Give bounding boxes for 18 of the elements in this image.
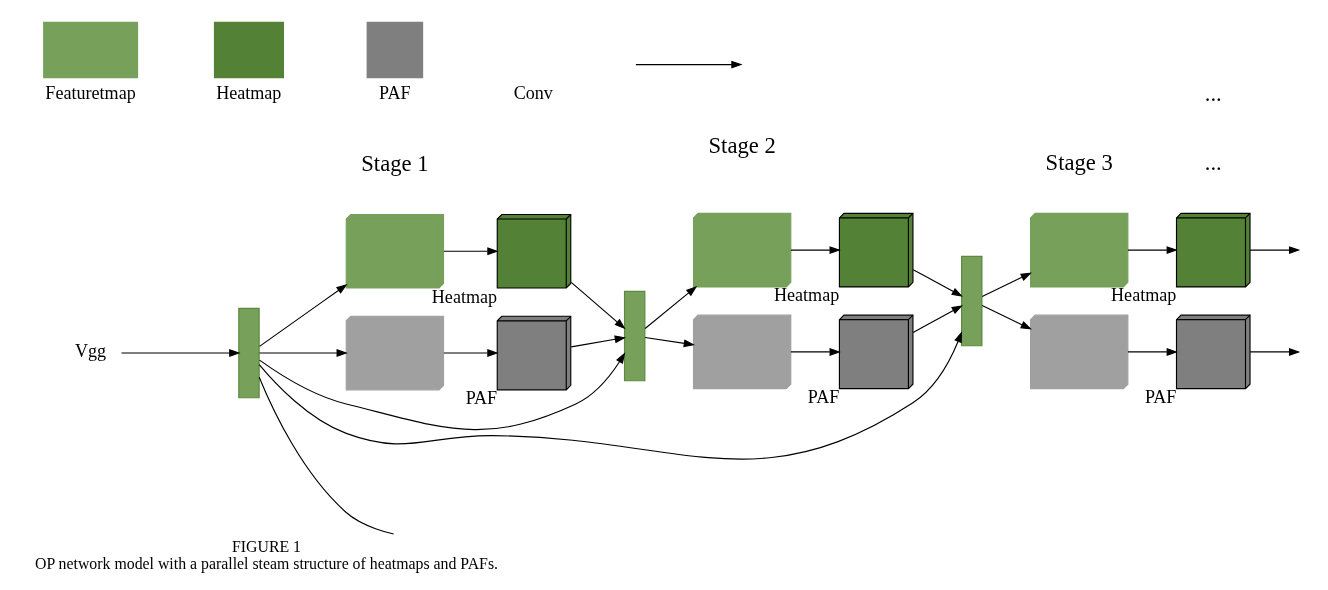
label: ... <box>1204 149 1222 175</box>
label: ... <box>1204 80 1222 106</box>
label: Stage 3 <box>1045 149 1113 175</box>
node-text: Vgg <box>74 341 106 362</box>
node-label: PAF <box>1144 387 1176 408</box>
caption: OP network model with a parallel steam structure of heatmaps and PAFs. <box>34 554 498 572</box>
node-label: Heatmap <box>1110 285 1176 306</box>
diagram-title: FIGURE 1 <box>231 537 301 555</box>
node-label: Heatmap <box>431 286 497 307</box>
legend-label: PAF <box>378 83 411 104</box>
legend-label: Featuretmap <box>44 83 136 104</box>
legend-label: Conv <box>513 83 553 104</box>
node-label: PAF <box>465 388 497 409</box>
node-label: PAF <box>807 387 839 408</box>
node-label: Heatmap <box>773 285 839 306</box>
legend-label: Heatmap <box>215 83 281 104</box>
label: Stage 2 <box>708 132 776 158</box>
label: Stage 1 <box>360 150 428 176</box>
